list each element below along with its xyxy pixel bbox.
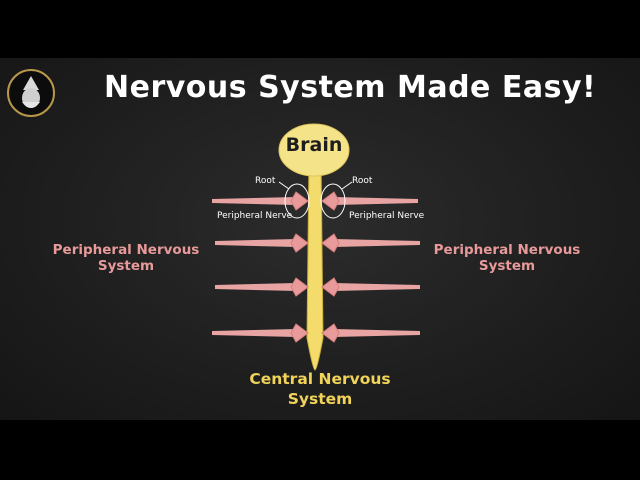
root-label-left: Root [255, 176, 276, 186]
peripheral-nerve-label-left: Peripheral Nerve [217, 211, 293, 221]
pns-label-right-line1: Peripheral Nervous [433, 242, 581, 258]
pns-label-left-line1: Peripheral Nervous [52, 242, 200, 258]
pns-label-left: Peripheral Nervous System [46, 242, 206, 274]
peripheral-nerves-right [334, 197, 420, 337]
root-pointer-left [278, 181, 290, 190]
cns-label-line2: System [287, 390, 353, 408]
root-pointer-right [341, 181, 353, 190]
brain [278, 123, 350, 177]
pns-label-right: Peripheral Nervous System [427, 242, 587, 274]
chalkboard: Nervous System Made Easy! [0, 58, 640, 420]
page-title: Nervous System Made Easy! [104, 70, 597, 105]
wizard-logo-icon [7, 69, 55, 117]
cns-label: Central Nervous System [230, 369, 410, 409]
pns-label-right-line2: System [478, 258, 536, 274]
spinal-cord [306, 155, 324, 371]
peripheral-nerve-label-right: Peripheral Nerve [349, 211, 425, 221]
root-highlight-left [284, 183, 310, 219]
nervous-system-diagram [212, 123, 420, 371]
peripheral-nerves-left [212, 197, 296, 337]
root-label-right: Root [352, 176, 373, 186]
brain-label: Brain [285, 134, 343, 156]
cns-label-line1: Central Nervous [249, 370, 391, 388]
nerve-roots [290, 191, 340, 343]
root-highlight-right [320, 183, 346, 219]
pns-label-left-line2: System [97, 258, 155, 274]
